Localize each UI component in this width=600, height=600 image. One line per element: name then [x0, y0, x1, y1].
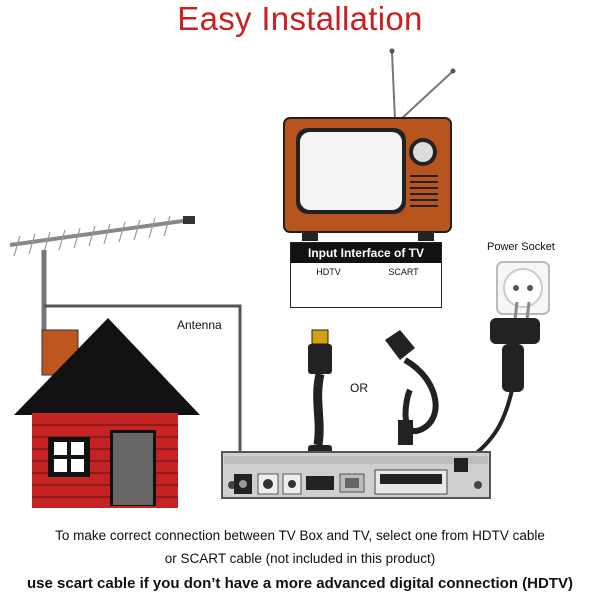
interface-port-scart: SCART — [388, 267, 419, 277]
antenna-icon — [9, 215, 195, 340]
house-icon — [14, 318, 200, 508]
scart-cable-icon — [385, 330, 439, 445]
caption-line-3: use scart cable if you don’t have a more… — [27, 575, 573, 592]
power-socket-icon — [496, 261, 550, 315]
caption-line-2: or SCART cable (not included in this pro… — [164, 551, 436, 566]
antenna-cable — [44, 304, 242, 480]
tv-input-interface-box: Input Interface of TV HDTV SCART — [290, 242, 442, 308]
antenna-label: Antenna — [177, 318, 222, 332]
tv-icon — [283, 48, 456, 241]
power-socket-label: Power Socket — [487, 241, 555, 253]
interface-heading: Input Interface of TV — [291, 243, 441, 263]
or-label: OR — [350, 381, 368, 395]
page-title: Easy Installation — [177, 0, 423, 37]
power-plug-icon — [468, 301, 540, 460]
receiver-box-icon — [221, 451, 491, 499]
caption-line-1: To make correct connection between TV Bo… — [55, 528, 545, 543]
interface-port-hdtv: HDTV — [316, 267, 341, 277]
